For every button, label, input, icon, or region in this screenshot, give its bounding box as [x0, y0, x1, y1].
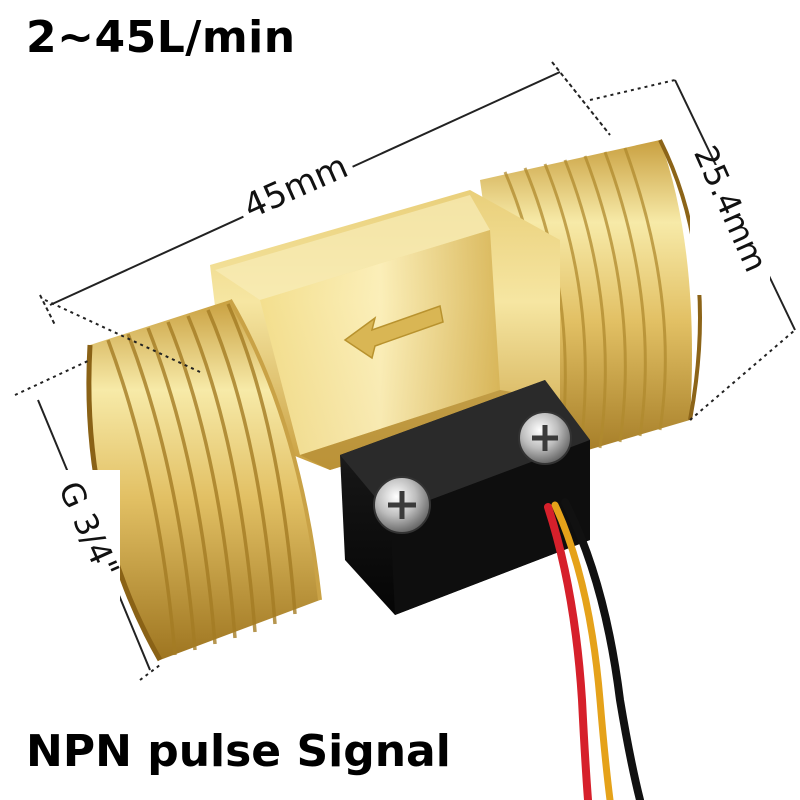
flow-range-heading: 2~45L/min [26, 12, 296, 63]
thread-width-label-bg [690, 165, 770, 295]
left-thread-end [86, 298, 322, 662]
flow-direction-arrow-icon [343, 305, 444, 360]
signal-type-caption: NPN pulse Signal [26, 726, 451, 777]
signal-wires [544, 498, 644, 800]
length-label-bg [230, 137, 360, 233]
screw-left-icon [373, 476, 431, 534]
screw-right-icon [518, 411, 572, 465]
thread-size-label-bg [40, 470, 120, 600]
